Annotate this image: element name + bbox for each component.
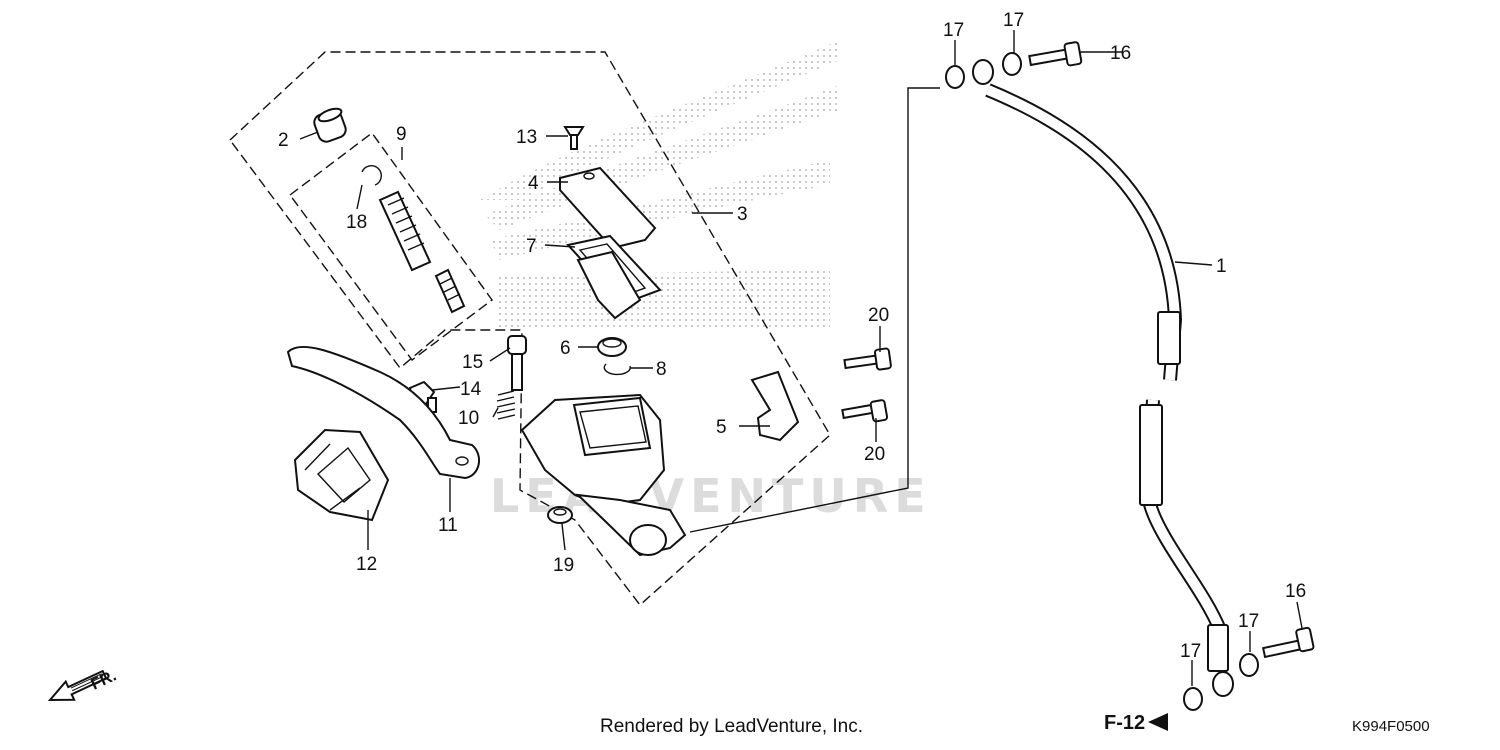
- sealing-washer-part-1: [945, 65, 965, 89]
- snap-ring-part: [603, 363, 631, 376]
- master-cylinder-part: [520, 393, 687, 557]
- sealing-washer-part-3: [1183, 687, 1203, 711]
- banjo-bolt-part-upper: [1028, 41, 1083, 67]
- callout-2: 2: [278, 130, 289, 151]
- callout-6: 6: [560, 338, 571, 359]
- callout-16-lower: 16: [1285, 581, 1306, 602]
- callout-1: 1: [1216, 256, 1227, 277]
- sealing-washer-part-4: [1239, 653, 1259, 677]
- callout-17-b: 17: [1003, 10, 1024, 31]
- callout-11: 11: [438, 515, 458, 536]
- callout-16-upper: 16: [1110, 43, 1131, 64]
- assembly-outline: [229, 51, 831, 607]
- callout-labels: 1 2 3 4 5 6 7 8 9 10 11 12 13 14 15 16 1…: [278, 10, 1306, 662]
- front-direction-label: FR.: [89, 667, 120, 693]
- callout-17-a: 17: [943, 20, 964, 41]
- boot-part: [313, 107, 347, 143]
- callout-18: 18: [346, 212, 367, 233]
- pivot-bolt-part: [507, 335, 527, 391]
- reservoir-cap-part: [559, 166, 657, 250]
- brake-hose-part: [985, 83, 1234, 697]
- callout-15: 15: [462, 352, 483, 373]
- banjo-bolt-part-lower: [1261, 626, 1315, 659]
- diagram-code: K994F0500: [1352, 718, 1430, 735]
- spring-part: [496, 390, 516, 420]
- holder-bolt-part-upper: [843, 347, 892, 371]
- callout-12: 12: [356, 554, 377, 575]
- callout-8: 8: [656, 359, 667, 380]
- figure-reference-link[interactable]: F-12: [1104, 712, 1146, 734]
- callout-9: 9: [396, 124, 407, 145]
- callout-4: 4: [528, 173, 539, 194]
- diaphragm-part: [576, 250, 642, 320]
- nut-part: [408, 380, 437, 413]
- callout-10: 10: [458, 408, 479, 429]
- callout-13: 13: [516, 127, 537, 148]
- callout-20-lower: 20: [864, 444, 885, 465]
- callout-5: 5: [716, 417, 727, 438]
- hose-banjo-upper: [972, 59, 994, 85]
- screw-part: [563, 126, 585, 150]
- piston-kit-outline: [289, 132, 493, 361]
- float-part: [597, 337, 627, 357]
- piston-part: [378, 190, 466, 314]
- circlip-part: [361, 165, 382, 186]
- holder-bolt-part-lower: [841, 399, 889, 423]
- callout-17-d: 17: [1180, 641, 1201, 662]
- figure-ref-arrow: [1148, 713, 1168, 731]
- sealing-washer-part-2: [1002, 52, 1022, 76]
- leader-lines: [299, 30, 1303, 686]
- callout-14: 14: [460, 379, 482, 400]
- lever-part: [286, 345, 481, 480]
- cap-part: [547, 506, 573, 524]
- holder-part: [750, 370, 800, 442]
- switch-housing-part: [293, 428, 390, 522]
- hose-leader-line: [689, 87, 940, 533]
- callout-17-c: 17: [1238, 611, 1259, 632]
- callout-19: 19: [553, 555, 574, 576]
- callout-20-upper: 20: [868, 305, 889, 326]
- callout-3: 3: [737, 204, 748, 225]
- footer-credit: Rendered by LeadVenture, Inc.: [600, 716, 864, 737]
- callout-7: 7: [526, 236, 537, 257]
- front-direction-arrow-icon: [47, 669, 108, 702]
